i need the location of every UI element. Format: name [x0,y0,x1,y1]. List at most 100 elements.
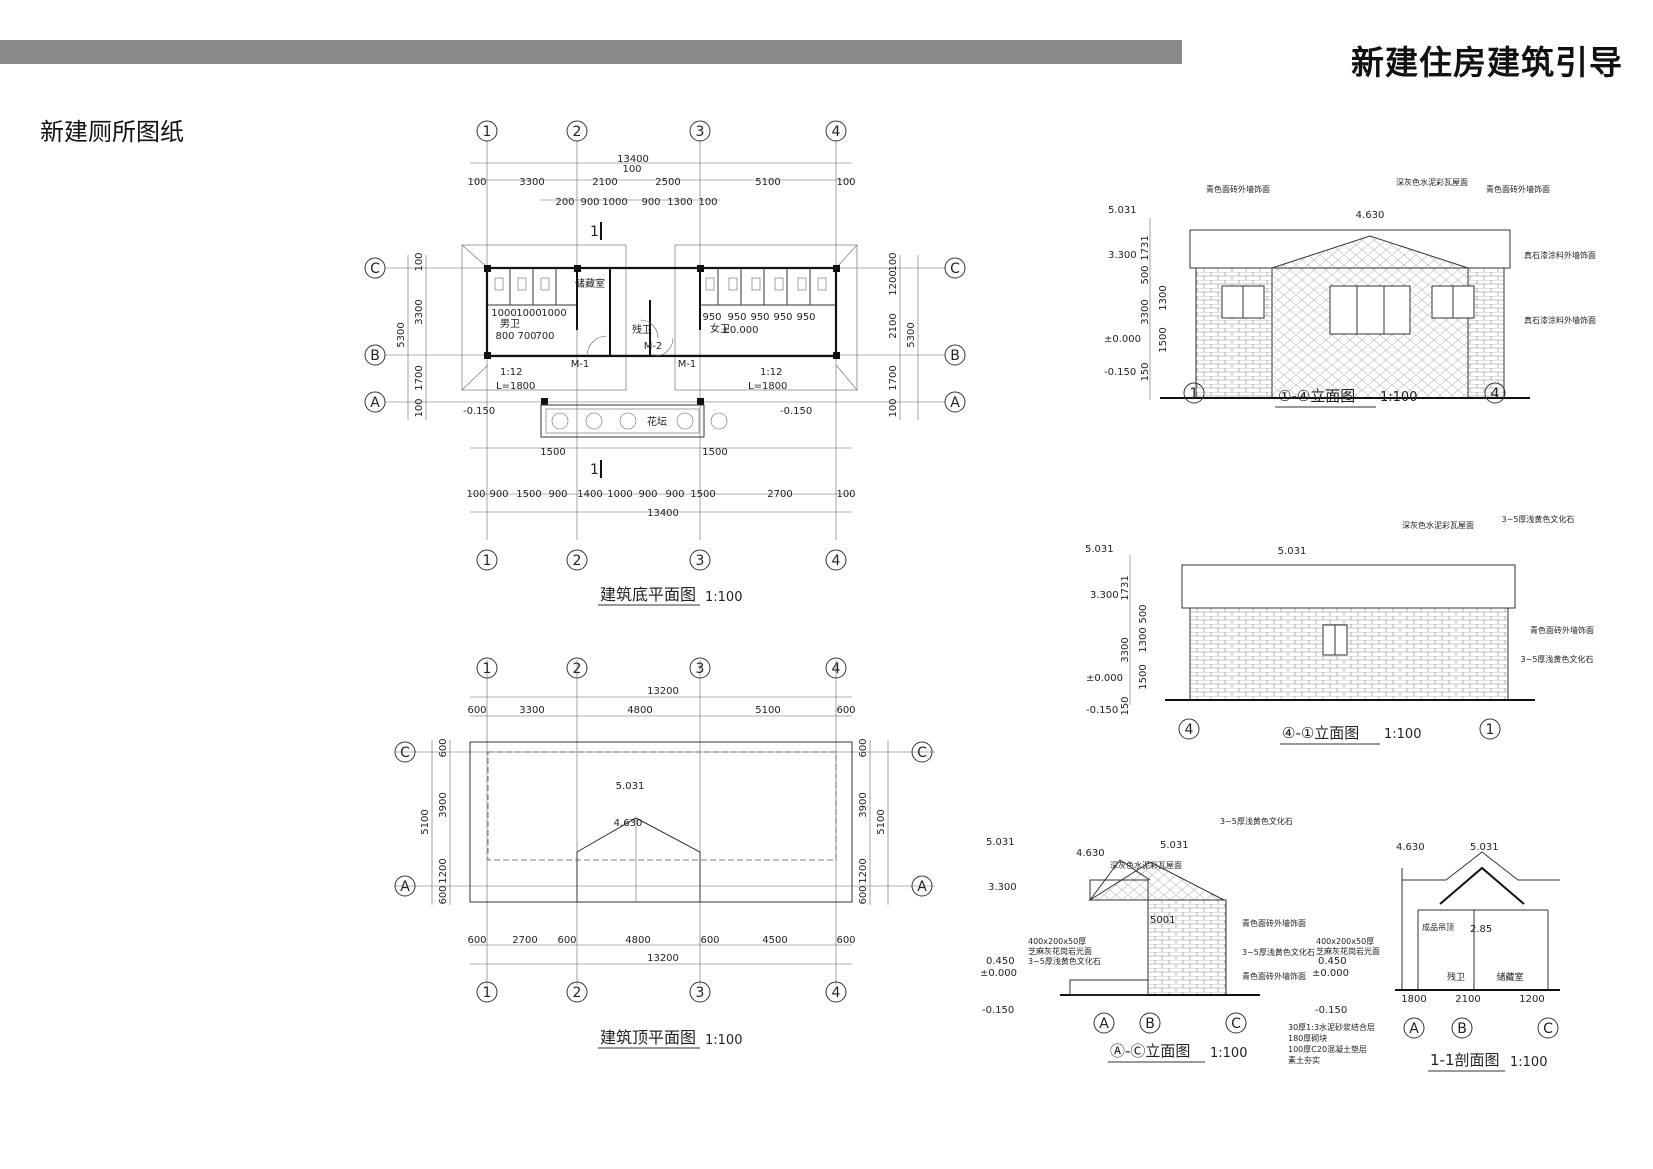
svg-text:3.300: 3.300 [1108,250,1137,261]
svg-text:1500: 1500 [1138,664,1149,689]
svg-text:4.630: 4.630 [1396,842,1425,853]
svg-text:3~5厚浅黄色文化石: 3~5厚浅黄色文化石 [1502,514,1575,524]
svg-text:青色面砖外墙饰面: 青色面砖外墙饰面 [1530,625,1594,635]
svg-text:-0.150: -0.150 [1104,367,1136,378]
svg-text:真石漆涂料外墙饰面: 真石漆涂料外墙饰面 [1524,315,1596,325]
planter-label: 花坛 [647,415,667,428]
axis-bubble: A [1093,1012,1115,1034]
svg-text:1: 1 [483,124,492,140]
svg-text:13400: 13400 [647,508,679,519]
svg-text:2700: 2700 [767,489,792,500]
svg-text:±0.000: ±0.000 [1312,968,1349,979]
svg-text:A: A [950,395,960,411]
svg-text:1: 1 [483,553,492,569]
svg-text:180厚砌块: 180厚砌块 [1288,1033,1327,1043]
axis-bubble: 4 [825,549,847,571]
drawing-title: 建筑底平面图 [600,585,696,604]
axis-bubble: B [1139,1012,1161,1034]
axis-bubble: C [394,741,416,763]
svg-text:1: 1 [590,462,599,478]
svg-text:-0.150: -0.150 [982,1005,1014,1016]
svg-text:800: 800 [495,331,514,342]
svg-text:3~5厚浅黄色文化石: 3~5厚浅黄色文化石 [1242,947,1315,957]
svg-text:素土夯实: 素土夯实 [1288,1055,1320,1065]
svg-text:2: 2 [573,661,582,677]
svg-text:B: B [1145,1016,1155,1032]
svg-text:-0.150: -0.150 [1086,705,1118,716]
svg-text:青色面砖外墙饰面: 青色面砖外墙饰面 [1242,971,1306,981]
svg-text:3300: 3300 [519,705,544,716]
svg-text:1500: 1500 [540,447,565,458]
svg-text:150: 150 [1120,696,1131,715]
elev-low: 4.630 [614,818,643,829]
svg-text:500: 500 [1140,265,1151,284]
axis-bubble: 4 [825,120,847,142]
svg-text:100: 100 [836,489,855,500]
axis-bubble: C [364,257,386,279]
svg-text:4800: 4800 [627,705,652,716]
svg-text:5.031: 5.031 [986,837,1015,848]
svg-text:3900: 3900 [438,792,449,817]
axis-bubble: 1 [1479,718,1501,740]
svg-text:3: 3 [696,661,705,677]
axis-bubble: A [1403,1017,1425,1039]
door-label: M-1 [678,359,697,370]
svg-text:5300: 5300 [906,322,917,347]
floor-plan: 1 2 3 4 1 2 3 4 C B A C B A 13400 100 33… [364,120,966,606]
svg-text:700: 700 [517,331,536,342]
svg-text:深灰色水泥彩瓦屋面: 深灰色水泥彩瓦屋面 [1110,860,1182,870]
svg-text:±0.000: ±0.000 [1086,673,1123,684]
page-subtitle: 新建厕所图纸 [40,118,184,146]
svg-text:600: 600 [858,885,869,904]
svg-text:1200: 1200 [858,858,869,883]
roof-plan: 1 2 3 4 1 2 3 4 C A C A 13200 600 3300 4… [394,657,935,1049]
axis-bubble: A [394,875,416,897]
svg-text:4: 4 [1491,386,1500,402]
svg-text:±0.000: ±0.000 [1104,334,1141,345]
svg-text:L=1800: L=1800 [748,381,787,392]
svg-text:C: C [950,261,960,277]
svg-text:C: C [1231,1016,1241,1032]
svg-text:-0.150: -0.150 [1315,1005,1347,1016]
svg-text:5.031: 5.031 [1160,840,1189,851]
svg-text:100: 100 [836,177,855,188]
axis-bubble: A [911,875,933,897]
svg-text:1500: 1500 [690,489,715,500]
elevation-front: 4.630 5.031 3.300 ±0.000 -0.150 1731 500… [1104,177,1596,408]
svg-text:C: C [370,261,380,277]
svg-text:A: A [1099,1016,1109,1032]
svg-text:0.450: 0.450 [986,956,1015,967]
svg-text:C: C [400,745,410,761]
svg-text:1:12: 1:12 [500,367,522,378]
svg-text:600: 600 [858,738,869,757]
svg-text:1: 1 [1486,722,1495,738]
svg-text:13200: 13200 [647,686,679,697]
elevation-side: 4.630 5.031 5.031 3.300 0.450 ±0.000 -0.… [980,816,1315,1063]
drawing-scale: 1:100 [1380,390,1417,405]
svg-text:A: A [917,879,927,895]
svg-text:400x200x50厚: 400x200x50厚 [1316,937,1374,946]
svg-text:950: 950 [773,312,792,323]
svg-text:1300: 1300 [667,197,692,208]
svg-text:100厚C20混凝土垫层: 100厚C20混凝土垫层 [1288,1044,1367,1054]
axis-bubble: 3 [689,657,711,679]
elev-ridge: 5.031 [616,781,645,792]
svg-text:2700: 2700 [512,935,537,946]
svg-text:3.300: 3.300 [1090,590,1119,601]
axis-bubble: 3 [689,549,711,571]
svg-text:600: 600 [438,738,449,757]
svg-text:5100: 5100 [420,809,431,834]
svg-text:青色面砖外墙饰面: 青色面砖外墙饰面 [1242,918,1306,928]
svg-text:±0.000: ±0.000 [980,968,1017,979]
svg-text:900: 900 [641,197,660,208]
drawing-title: 1-1剖面图 [1430,1051,1500,1069]
axis-bubble: 3 [689,120,711,142]
svg-text:2100: 2100 [592,177,617,188]
page-title: 新建住房建筑引导 [1351,43,1623,82]
svg-text:950: 950 [796,312,815,323]
room-female: 女卫 [710,322,730,335]
svg-text:1500: 1500 [702,447,727,458]
elevation-back: 5.031 5.031 3.300 ±0.000 -0.150 1731 500… [1085,514,1594,745]
svg-text:L=1800: L=1800 [496,381,535,392]
svg-text:1200: 1200 [438,858,449,883]
